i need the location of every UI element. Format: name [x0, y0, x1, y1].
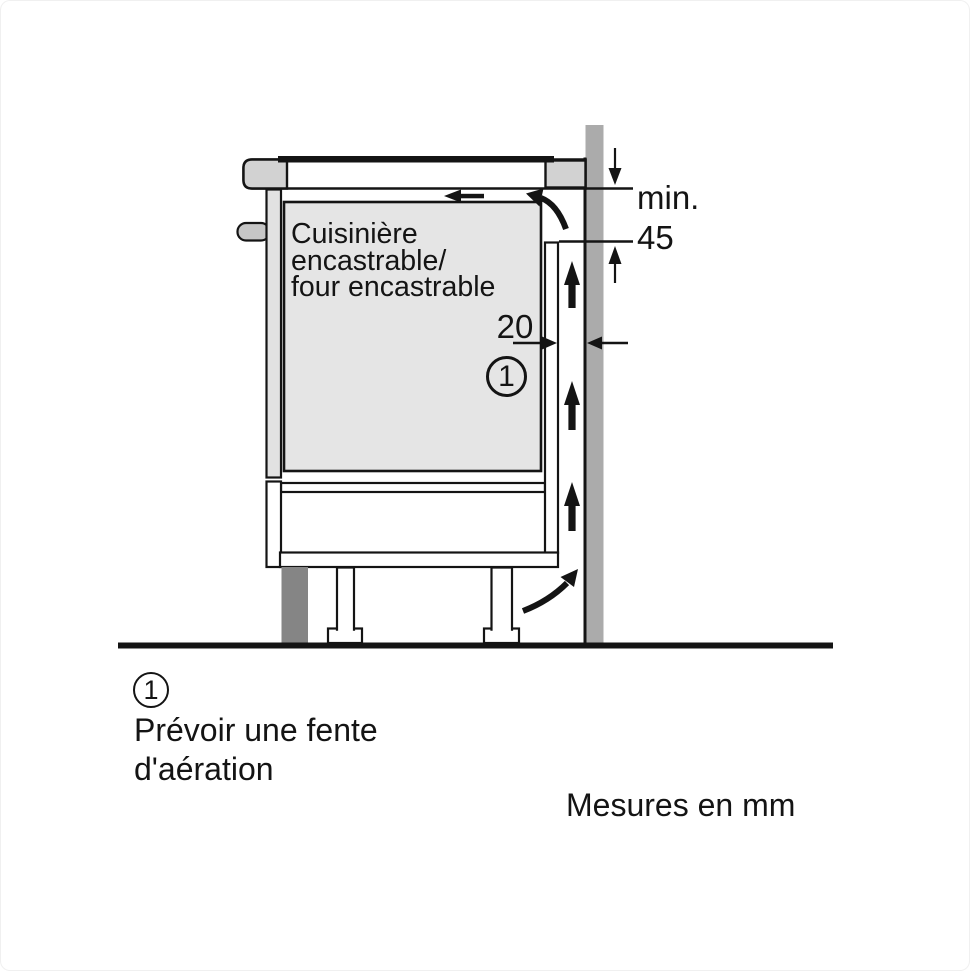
dimension-gap-value: 20 — [496, 308, 534, 345]
cabinet-rear-panel — [543, 241, 560, 555]
footnote-marker-circle: 1 — [133, 672, 169, 708]
oven-body — [282, 200, 543, 473]
footnote-text: Prévoir une fente d'aération — [134, 711, 378, 789]
oven-handle — [236, 221, 271, 242]
worktop — [242, 158, 587, 190]
appliance-label-line2: encastrable/ — [291, 244, 447, 277]
under-oven-rail — [279, 481, 547, 494]
dimension-min45 — [559, 148, 633, 283]
callout-marker-number: 1 — [498, 359, 515, 393]
footnote-line2: d'aération — [134, 751, 274, 787]
wall — [585, 125, 604, 643]
footnote-marker-number: 1 — [143, 674, 159, 705]
units-note: Mesures en mm — [566, 787, 796, 823]
dimension-20 — [513, 336, 628, 350]
worktop-front-section — [242, 158, 289, 190]
floor-line — [118, 642, 833, 649]
vent-airflow-arrow-bottom — [564, 482, 580, 531]
cabinet-bottom-board — [278, 551, 560, 569]
dimension-min-label: min. — [637, 179, 700, 216]
plinth — [281, 567, 308, 643]
airflow-curve-bottom — [521, 569, 578, 614]
footnote-line1: Prévoir une fente — [134, 712, 378, 748]
vent-airflow-arrow-top — [564, 261, 580, 308]
appliance-label: Cuisinière encastrable/ four encastrable — [291, 218, 496, 303]
drawer-front — [265, 480, 283, 569]
cooktop-surface — [278, 156, 554, 163]
appliance-label-line3: four encastrable — [291, 271, 496, 303]
dimension-min-value: 45 — [637, 219, 674, 256]
airflow-arrow-left — [444, 189, 484, 203]
front-leg-stem — [335, 566, 356, 631]
vent-airflow-arrow-middle — [564, 381, 580, 430]
callout-marker-circle: 1 — [486, 356, 527, 397]
airflow-curve-top — [526, 188, 569, 231]
worktop-rear-section — [544, 159, 587, 189]
rear-leg-stem — [490, 566, 514, 631]
oven-door-front — [265, 188, 283, 479]
appliance-label-line1: Cuisinière — [291, 218, 418, 250]
